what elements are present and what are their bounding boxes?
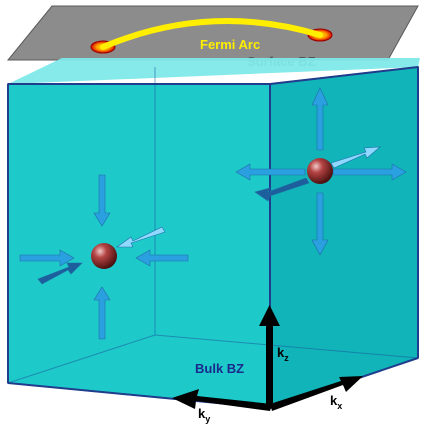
cube-front-face xyxy=(7,83,271,409)
fermi-arc-curve xyxy=(100,18,323,50)
fermi-arc-label: Fermi Arc xyxy=(200,37,260,52)
kx-label: kx xyxy=(330,393,342,411)
cube-top-face xyxy=(8,58,420,84)
bulk-bz-label: Bulk BZ xyxy=(195,361,244,376)
kz-label: kz xyxy=(277,345,289,363)
cube-side-face xyxy=(269,66,419,410)
kx-axis-arrow xyxy=(270,376,363,411)
ky-label: ky xyxy=(198,406,210,424)
cube-hidden-edges xyxy=(7,67,419,384)
ky-axis-arrow xyxy=(172,389,272,411)
k-axes xyxy=(172,305,363,411)
weyl-node-left xyxy=(91,243,117,269)
weyl-node-right-arrows xyxy=(235,87,407,256)
weyl-node-right xyxy=(307,158,333,184)
weyl-node-left-arrows xyxy=(19,174,189,340)
kz-axis-arrow xyxy=(259,305,280,408)
